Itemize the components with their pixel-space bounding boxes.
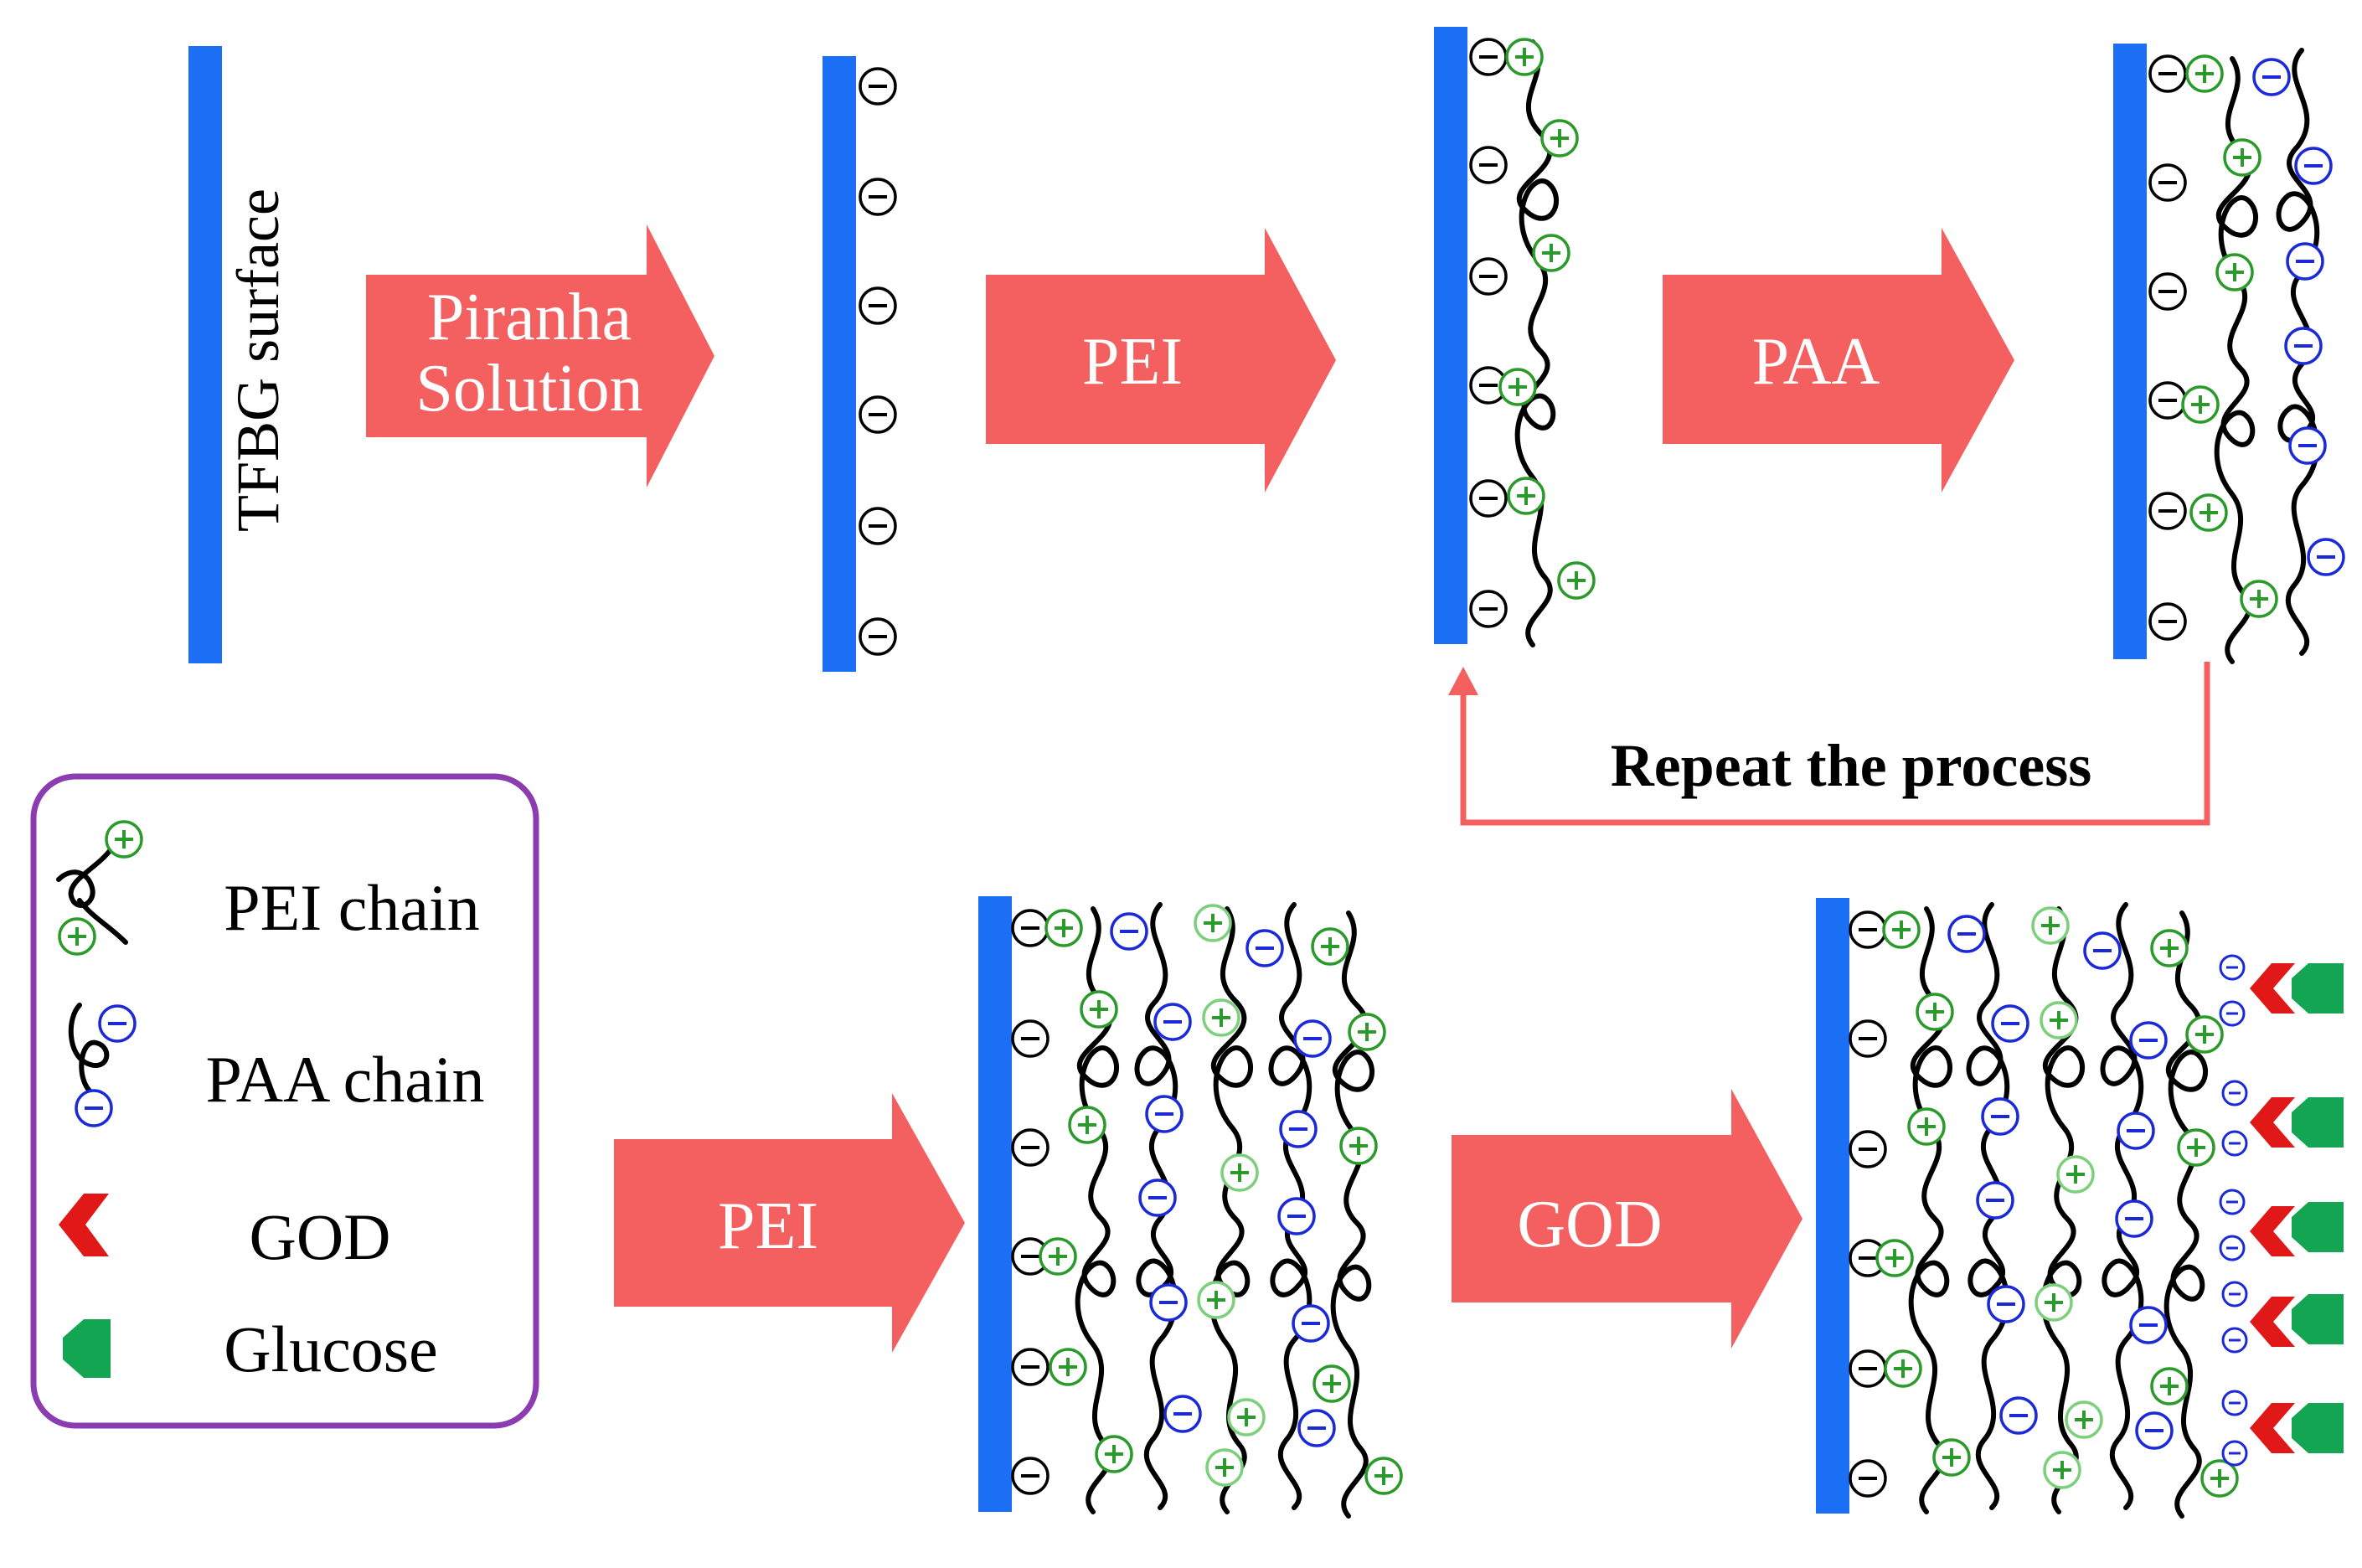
pei-arrow-bottom-label: PEI bbox=[718, 1189, 818, 1263]
surface-bar-2 bbox=[823, 56, 856, 672]
pei-paa-layer-4 bbox=[2148, 50, 2345, 662]
piranha-arrow-label-2: Solution bbox=[415, 352, 642, 426]
pei-arrow-label: PEI bbox=[1082, 325, 1183, 399]
piranha-arrow: Piranha Solution bbox=[366, 224, 714, 487]
glucose-pentagon-icon bbox=[63, 1319, 111, 1378]
legend-god-label: GOD bbox=[250, 1200, 391, 1273]
god-arrow-label: GOD bbox=[1517, 1188, 1662, 1261]
repeat-label: Repeat the process bbox=[1611, 732, 2092, 799]
legend-paa-label: PAA chain bbox=[206, 1043, 485, 1116]
pei-chain-icon bbox=[56, 820, 143, 956]
paa-arrow: PAA bbox=[1663, 228, 2014, 493]
tfbg-surface-label: TFBG surface bbox=[224, 188, 291, 532]
surface-bar-4 bbox=[2113, 44, 2147, 659]
repeat-loop: Repeat the process bbox=[1448, 662, 2210, 826]
surface-bar-5 bbox=[978, 896, 1012, 1512]
multilayer-6 bbox=[1849, 905, 2239, 1516]
legend-box: PEI chain PAA chain GOD Glucose bbox=[30, 773, 539, 1429]
paa-chain-icon bbox=[68, 1003, 137, 1127]
legend-pei-label: PEI chain bbox=[224, 871, 479, 944]
legend-glucose-label: Glucose bbox=[224, 1313, 438, 1385]
pei-arrow: PEI bbox=[986, 228, 1336, 493]
pei-arrow-bottom: PEI bbox=[614, 1093, 965, 1353]
tfbg-surface-bar bbox=[188, 46, 222, 663]
glucose-layer bbox=[2292, 963, 2344, 1453]
negative-charges-2 bbox=[859, 67, 897, 656]
multilayer-5 bbox=[1011, 905, 1403, 1516]
paa-arrow-label: PAA bbox=[1752, 325, 1880, 399]
god-chevron-icon bbox=[59, 1194, 109, 1256]
god-arrow: GOD bbox=[1452, 1089, 1802, 1349]
surface-bar-6 bbox=[1816, 898, 1849, 1514]
god-enzyme-layer bbox=[2219, 954, 2295, 1467]
pei-layer-3 bbox=[1469, 38, 1596, 645]
piranha-arrow-label-1: Piranha bbox=[427, 281, 632, 354]
surface-bar-3 bbox=[1434, 27, 1467, 644]
